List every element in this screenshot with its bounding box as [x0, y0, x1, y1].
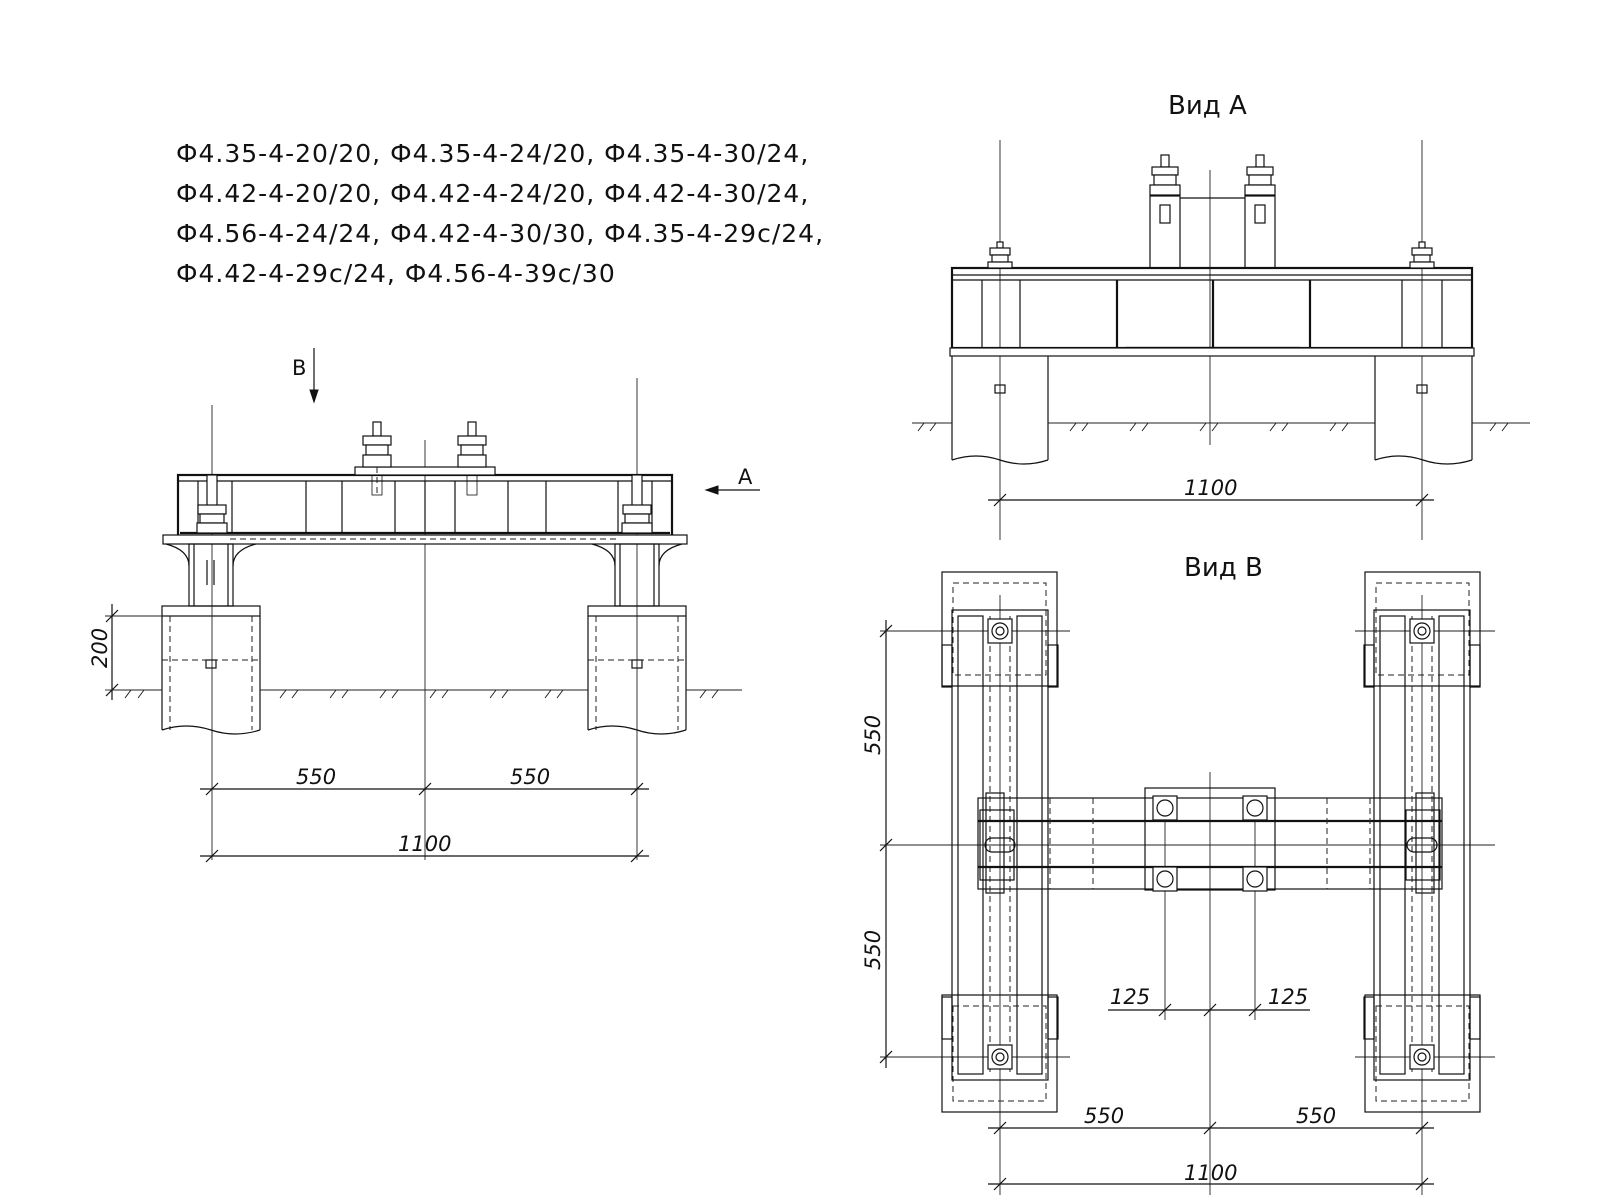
view-b-dimension-125-right: 125 — [1268, 985, 1308, 1009]
view-b-horizontal-dimensions: 550 550 1100 — [988, 1104, 1434, 1191]
anchor-bolt-right — [621, 474, 653, 534]
view-b-dimension-550-left: 550 — [1084, 1104, 1124, 1128]
view-b-right-frame — [1363, 571, 1481, 1113]
view-b-dimension-550-top: 550 — [861, 715, 885, 755]
view-a-dimension-1100: 1100 — [1184, 476, 1237, 500]
mark-line-1: Ф4.35-4-20/20, Ф4.35-4-24/20, Ф4.35-4-30… — [176, 139, 809, 168]
front-view: B A — [88, 348, 760, 863]
dimension-550-right: 550 — [510, 765, 550, 789]
view-b: Вид В — [861, 553, 1495, 1195]
ground-line — [112, 689, 742, 699]
view-a-tag: A — [738, 465, 753, 489]
dimension-550-left: 550 — [296, 765, 336, 789]
beam-stiffeners — [197, 481, 653, 533]
top-bolt-right — [457, 421, 487, 496]
dimension-200-label: 200 — [88, 628, 112, 668]
mark-line-4: Ф4.42-4-29с/24, Ф4.56-4-39с/30 — [176, 259, 616, 288]
view-b-dimension-1100: 1100 — [1184, 1161, 1237, 1185]
view-b-arrow: B — [292, 348, 319, 404]
view-b-left-frame — [941, 571, 1059, 1113]
view-b-dimension-125-left: 125 — [1110, 985, 1150, 1009]
view-a-ground — [912, 422, 1530, 432]
view-a-title: Вид А — [1168, 91, 1247, 121]
view-b-tag: B — [292, 356, 306, 380]
view-a-dimension: 1100 — [988, 476, 1434, 507]
mark-list: Ф4.35-4-20/20, Ф4.35-4-24/20, Ф4.35-4-30… — [176, 139, 824, 288]
post-left — [165, 543, 257, 607]
top-bolt-left — [362, 421, 392, 496]
mark-line-3: Ф4.56-4-24/24, Ф4.42-4-30/30, Ф4.35-4-29… — [176, 219, 824, 248]
pile-left — [161, 605, 261, 735]
view-a-piles — [951, 356, 1473, 465]
view-b-cross-beam — [977, 787, 1443, 894]
view-a-arrow: A — [704, 465, 760, 495]
view-b-dimension-550-bottom: 550 — [861, 930, 885, 970]
dimension-1100: 1100 — [398, 832, 451, 856]
view-b-dimension-550-right: 550 — [1296, 1104, 1336, 1128]
view-a-top-block — [1149, 154, 1276, 269]
anchor-bolt-left — [196, 474, 228, 534]
view-a: Вид А — [912, 91, 1530, 540]
view-b-title: Вид В — [1184, 553, 1263, 583]
mark-line-2: Ф4.42-4-20/20, Ф4.42-4-24/20, Ф4.42-4-30… — [176, 179, 809, 208]
view-a-anchor-bolts — [987, 241, 1435, 269]
pile-right — [587, 605, 687, 735]
dimension-200: 200 — [88, 604, 162, 700]
front-dimensions: 550 550 1100 — [200, 765, 649, 863]
view-b-vertical-dimensions: 550 550 — [861, 620, 893, 1068]
view-b-dimensions-125: 125 125 — [1108, 985, 1310, 1017]
